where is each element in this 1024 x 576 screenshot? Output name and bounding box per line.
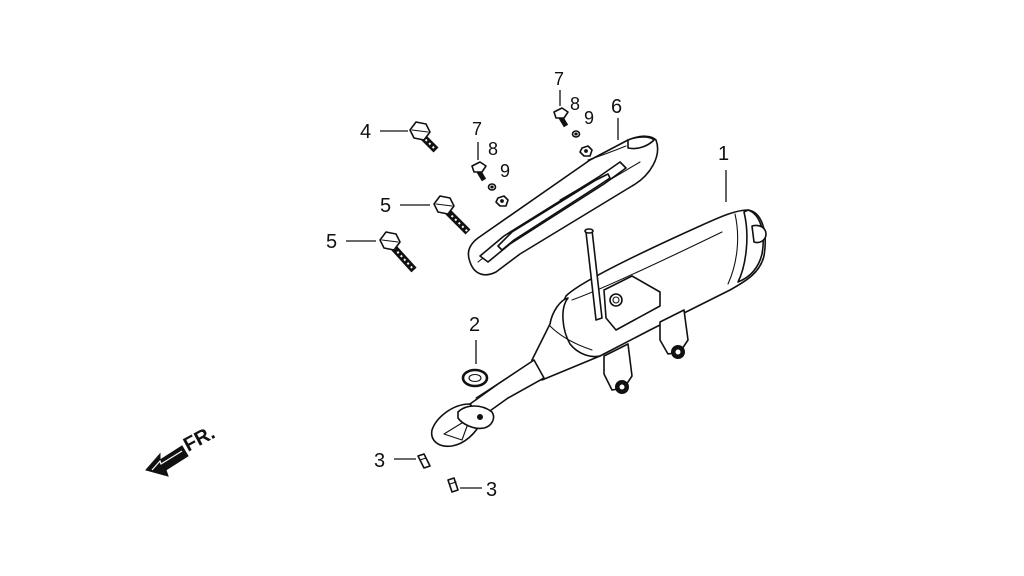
exhaust-flange: [457, 405, 495, 430]
callout-part-3-lower: 3: [486, 479, 497, 501]
fastener-set-left: [471, 161, 509, 207]
heat-shield-rail-inner: [497, 173, 611, 251]
callout-part-7-right: 7: [554, 69, 564, 89]
muffler-body-line: [727, 213, 739, 285]
heat-shield-end-tip: [627, 136, 655, 150]
fastener-set-right: [553, 107, 593, 157]
callout-part-2: 2: [469, 314, 480, 336]
gasket-outer: [461, 368, 489, 388]
muffler-rod-top: [584, 228, 594, 234]
callout-part-5-upper: 5: [380, 195, 391, 217]
muffler-tail-tip: [751, 224, 767, 244]
callout-part-1: 1: [718, 143, 729, 165]
callout-part-6: 6: [611, 96, 622, 118]
nut-9-left-hole: [500, 199, 504, 203]
pipe-elbow-inner: [443, 417, 471, 441]
heat-shield: [467, 135, 659, 276]
bolt-part-5-lower: [379, 231, 417, 273]
screw-7-left-head: [471, 161, 487, 173]
washer-8-left-hole: [490, 185, 494, 189]
bolt-part-5-upper: [433, 195, 471, 235]
callout-part-9-right: 9: [584, 108, 594, 128]
bracket-hole: [609, 293, 623, 307]
heat-shield-ridge: [587, 145, 627, 161]
callout-part-8-right: 8: [570, 94, 580, 114]
heat-shield-slot: [517, 185, 585, 229]
pin-body: [447, 477, 459, 493]
bolt-part-4: [409, 121, 439, 153]
callout-part-4: 4: [360, 121, 371, 143]
muffler-cone-line: [549, 325, 593, 351]
callout-part-7-left: 7: [472, 119, 482, 139]
callout-part-3-upper: 3: [374, 450, 385, 472]
gasket-part-2: [461, 368, 489, 388]
head-pipe-line: [475, 371, 517, 399]
mount-bushing-right-hole: [675, 349, 681, 355]
pin-part-3-upper: [417, 453, 431, 469]
mount-bushing-left-hole: [619, 384, 625, 390]
washer-8-right-hole: [574, 132, 578, 136]
front-arrow-icon: [145, 445, 189, 477]
callout-part-5-lower: 5: [326, 231, 337, 253]
muffler-body-line: [571, 231, 723, 301]
front-arrow-highlight: [151, 450, 183, 471]
bracket-hole-inner: [612, 296, 620, 304]
muffler-upper-bracket: [603, 275, 661, 331]
callout-labels: 1 6 4 5 5 7 8 9 7 8 9 2 3 3: [326, 69, 729, 501]
callout-part-9-left: 9: [500, 161, 510, 181]
pin-part-3-lower: [447, 477, 459, 493]
screw-7-right-head: [553, 107, 569, 119]
flange-stud: [477, 414, 483, 420]
muffler-assembly: [430, 209, 767, 448]
nut-9-right-hole: [584, 149, 588, 153]
front-direction-indicator: FR.: [145, 422, 219, 477]
pin-body: [417, 453, 431, 469]
gasket-inner: [468, 373, 482, 383]
front-direction-label: FR.: [180, 422, 219, 457]
leader-lines: [346, 90, 727, 489]
callout-part-8-left: 8: [488, 139, 498, 159]
